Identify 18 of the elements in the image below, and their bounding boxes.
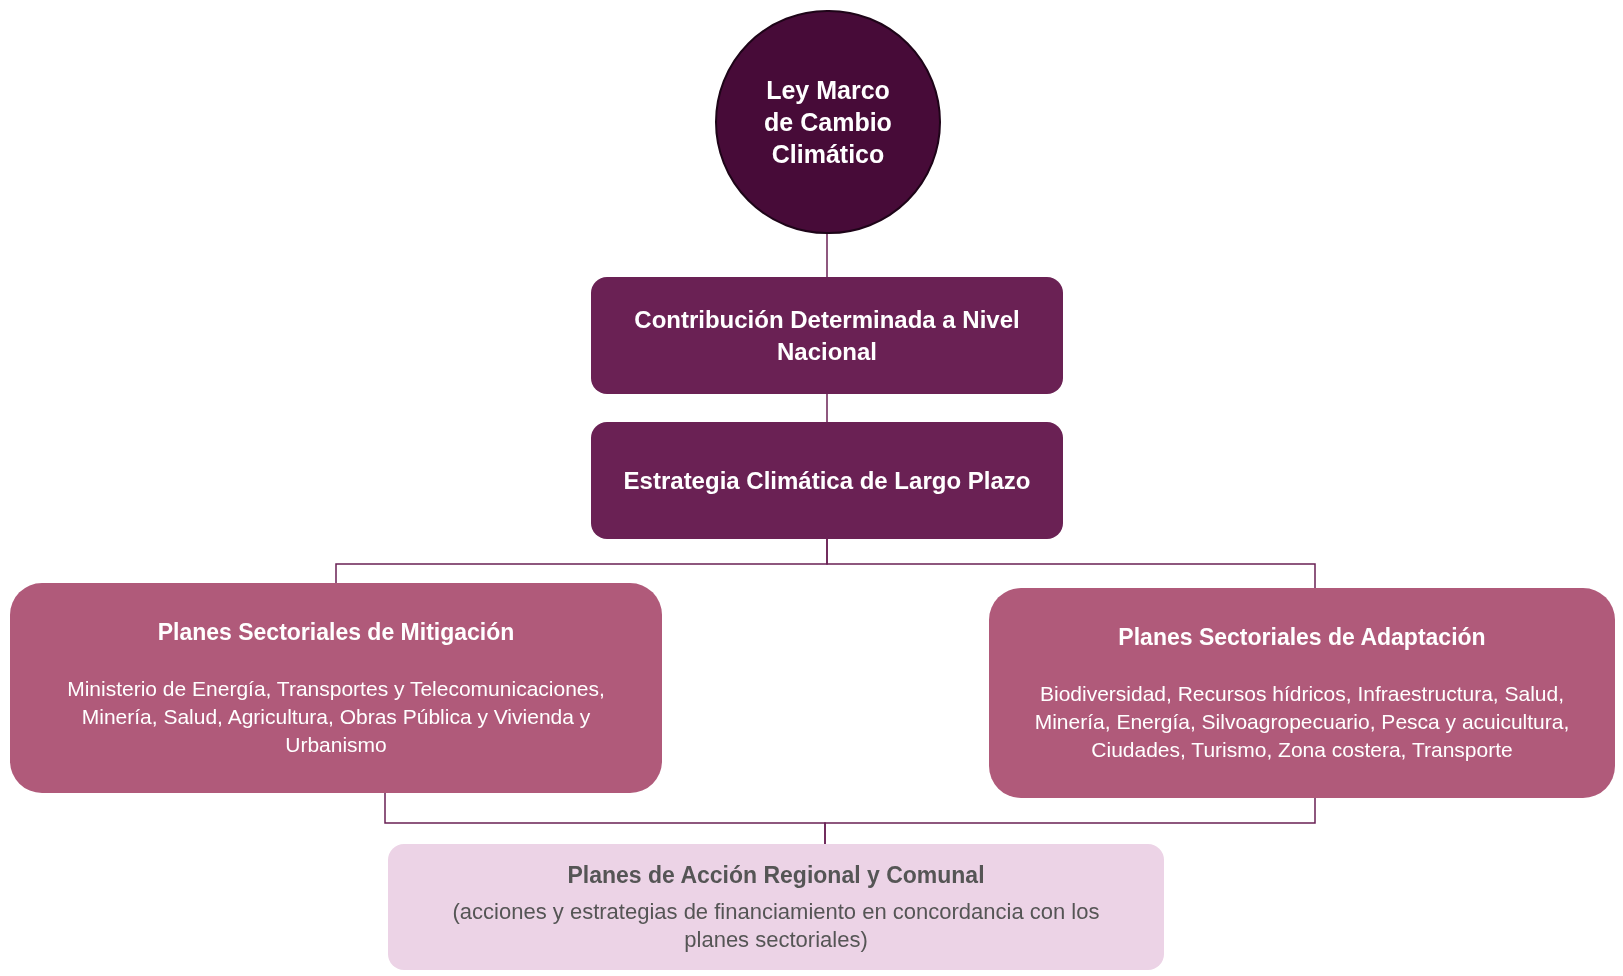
node-title: Planes Sectoriales de Mitigación: [157, 618, 515, 647]
connector-line: [826, 233, 828, 278]
node-title: Planes de Acción Regional y Comunal: [567, 861, 985, 890]
process-box: [388, 844, 1164, 970]
process-box: [591, 277, 1063, 394]
connector-line: [824, 797, 1316, 845]
node-title: Contribución Determinada a Nivel Nacional: [633, 304, 1021, 367]
connector-line: [826, 538, 1316, 589]
process-box: [591, 422, 1063, 539]
node-description: (acciones y estrategias de financiamiento en concordancia con los planes sectoriales): [451, 898, 1101, 954]
node-title: Planes Sectoriales de Adaptación: [1118, 623, 1486, 652]
process-box: [10, 583, 662, 793]
process-box: [989, 588, 1615, 798]
node-title: Ley Marco de Cambio Climático: [763, 75, 893, 170]
connector-line: [826, 393, 828, 423]
node-description: Biodiversidad, Recursos hídricos, Infraestructura, Salud, Minería, Energía, Silvoagropecuario, Pesca y acuicultura, Ciudades, Turismo, Zona costera, Transporte: [1033, 681, 1571, 763]
node-description: Ministerio de Energía, Transportes y Telecomunicaciones, Minería, Salud, Agricultura, Obras Pública y Vivienda y Urbanismo: [66, 676, 606, 758]
node-title: Estrategia Climática de Largo Plazo: [623, 465, 1031, 496]
